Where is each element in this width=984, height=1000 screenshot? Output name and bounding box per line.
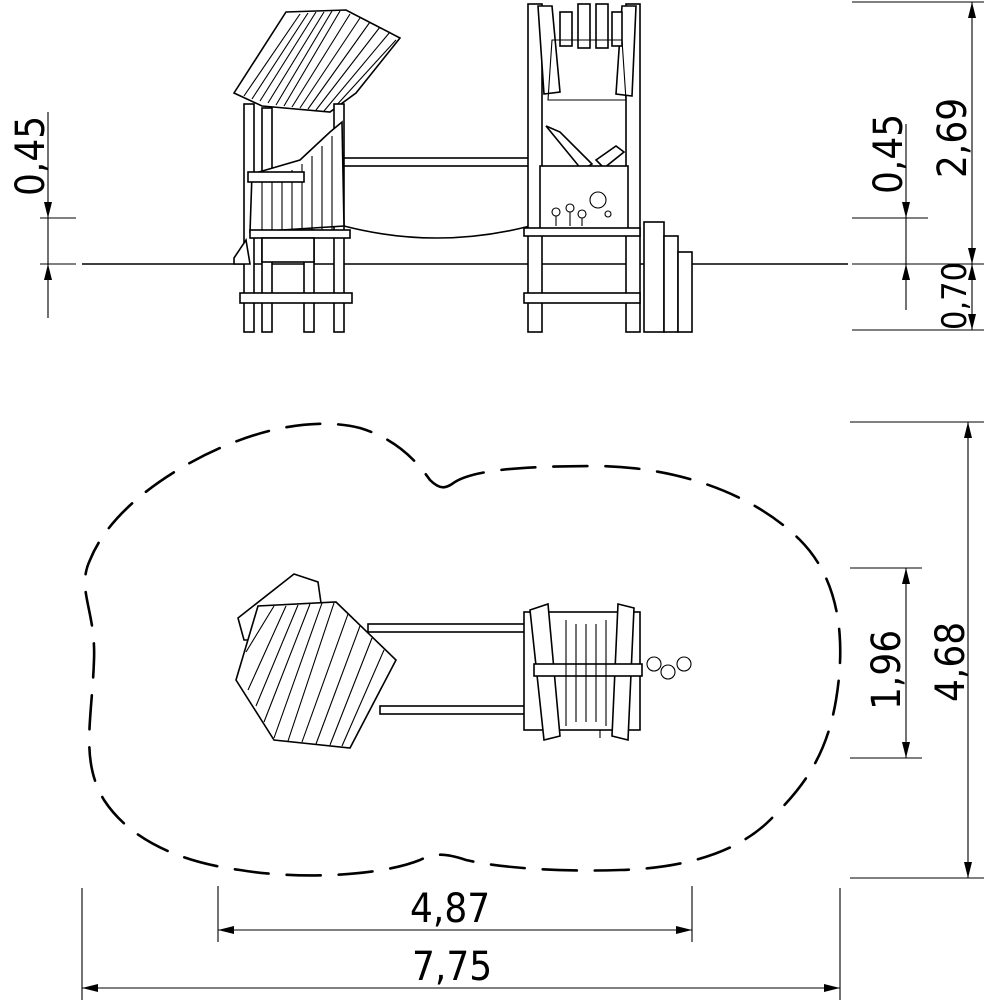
dim-plan-right: 1,96 4,68: [850, 421, 984, 879]
plan-left-roof: [235, 573, 397, 749]
right-name-panel: [539, 165, 629, 231]
dim-equipment-length-label: 4,87: [410, 886, 490, 932]
right-tower: [523, 3, 693, 333]
right-base-beam: [523, 292, 641, 304]
elevation-view: 0,45 0,45 2,69 0,70: [8, 1, 984, 333]
left-roof: [232, 9, 402, 113]
connecting-bridge: [343, 157, 531, 239]
safety-area-outline: [83, 422, 842, 877]
right-cross-beam-a: [545, 125, 594, 172]
plan-roof-slats: [245, 602, 385, 747]
left-deck: [249, 229, 351, 239]
dim-plan-bottom: 4,87 7,75: [81, 886, 841, 1000]
plan-balls-b: [660, 664, 676, 680]
plan-right-tower: [523, 602, 692, 742]
left-tower: [232, 9, 402, 333]
right-slide-steps: [643, 221, 693, 333]
plan-balls-c: [676, 656, 692, 672]
right-roof-board-left: [537, 5, 561, 95]
dim-right-platform-label: 0,45: [866, 114, 912, 194]
dim-left-platform-label: 0,45: [8, 116, 54, 196]
plan-tower-slats: [565, 620, 607, 726]
left-top-rail: [247, 171, 305, 183]
dim-right-elevation: 0,45 2,69 0,70: [852, 1, 984, 331]
plan-balls-a: [646, 656, 662, 672]
dim-equipment-width-label: 1,96: [864, 630, 910, 710]
left-base-beam: [239, 292, 353, 304]
dim-safety-width-label: 4,68: [928, 622, 974, 702]
dim-safety-length-label: 7,75: [412, 944, 492, 990]
bridge-chain: [343, 225, 531, 239]
plan-view: 1,96 4,68 4,87 7,75: [81, 421, 984, 1000]
dim-left-platform: 0,45: [8, 112, 76, 318]
dim-foundation-label: 0,70: [935, 262, 975, 330]
left-stair-step: [233, 237, 251, 265]
right-deck: [523, 227, 641, 237]
right-top-boards: [559, 3, 623, 49]
right-panel-flowers: [551, 191, 612, 226]
bridge-handrail: [343, 157, 531, 167]
dim-total-height-label: 2,69: [930, 98, 976, 178]
left-climb-panel: [261, 237, 315, 263]
right-cross-beam-b: [594, 145, 626, 170]
left-roof-slats: [243, 10, 397, 112]
right-frame-inner: [547, 39, 627, 101]
